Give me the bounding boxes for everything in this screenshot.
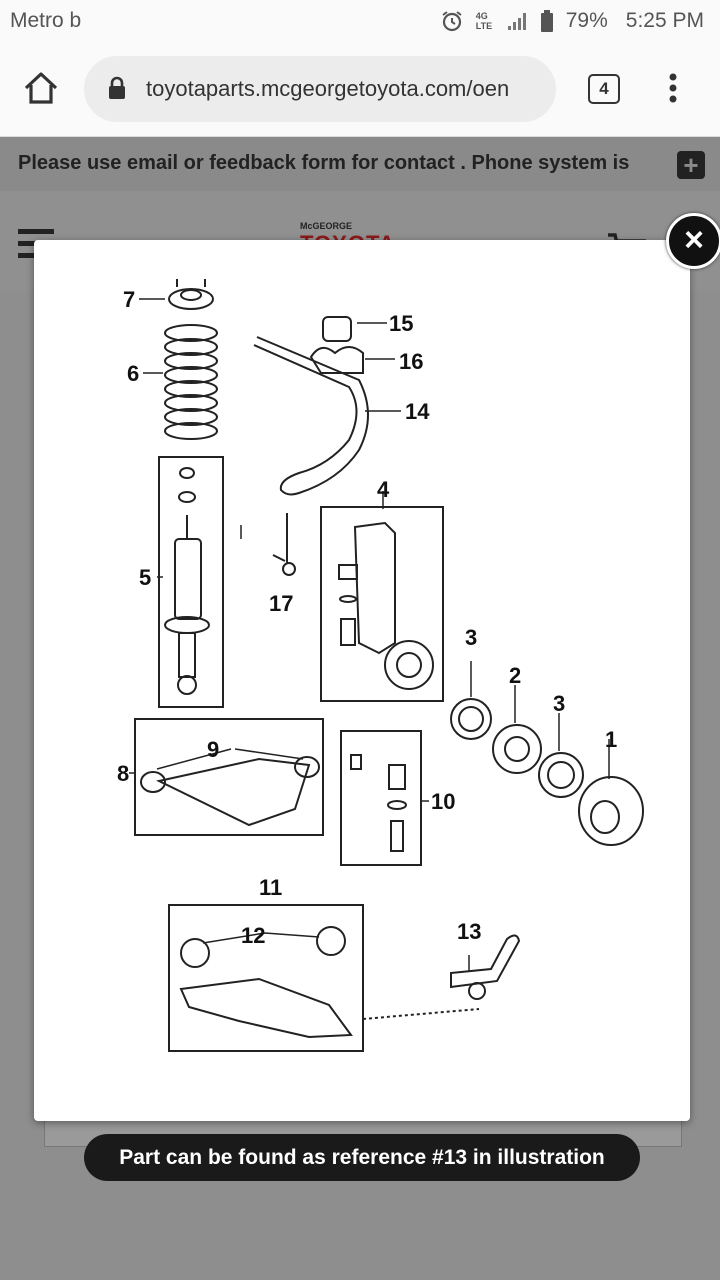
expand-notice-button[interactable]: + bbox=[677, 151, 705, 179]
part-3-seal-a bbox=[450, 698, 492, 740]
address-bar[interactable]: toyotaparts.mcgeorgetoyota.com/oen bbox=[84, 56, 556, 122]
battery-percent: 79% bbox=[565, 9, 608, 32]
callout-16: 16 bbox=[399, 349, 423, 374]
part-7-mount bbox=[168, 279, 214, 310]
close-modal-button[interactable]: × bbox=[666, 213, 720, 269]
part-13-lower-ball-joint bbox=[450, 934, 521, 1000]
callout-3a: 3 bbox=[465, 625, 477, 650]
callout-6: 6 bbox=[127, 361, 139, 386]
battery-icon bbox=[540, 10, 553, 32]
alarm-icon bbox=[442, 11, 462, 32]
callout-8: 8 bbox=[117, 761, 129, 786]
part-2-bearing bbox=[492, 724, 542, 774]
more-menu-icon[interactable] bbox=[666, 72, 680, 104]
network-type: 4G LTE bbox=[475, 11, 493, 31]
callout-arrows bbox=[129, 298, 610, 971]
callout-4: 4 bbox=[377, 477, 390, 502]
reference-toast: Part can be found as reference #13 in il… bbox=[84, 1134, 640, 1181]
url-text: toyotaparts.mcgeorgetoyota.com/oen bbox=[146, 76, 510, 101]
part-5-shock-absorber bbox=[158, 456, 224, 708]
callout-1: 1 bbox=[605, 727, 617, 752]
callout-11: 11 bbox=[259, 875, 282, 900]
part-8-upper-control-arm bbox=[134, 718, 324, 836]
carrier-label: Metro b bbox=[10, 9, 82, 32]
callout-14: 14 bbox=[405, 399, 430, 424]
home-icon[interactable] bbox=[22, 70, 60, 106]
callout-9: 9 bbox=[207, 737, 219, 762]
part-11-lower-control-arm bbox=[168, 904, 480, 1052]
notice-text: Please use email or feedback form for co… bbox=[18, 152, 630, 174]
image-modal: 7 6 5 15 16 14 4 17 3 2 3 1 8 9 10 11 12… bbox=[34, 240, 690, 1121]
callout-12: 12 bbox=[241, 923, 265, 948]
callout-5: 5 bbox=[139, 565, 151, 590]
part-3-seal-b bbox=[538, 752, 584, 798]
callout-10: 10 bbox=[431, 789, 455, 814]
notice-bar: Please use email or feedback form for co… bbox=[0, 137, 720, 191]
status-bar: Metro b 4G LTE 79% 5:25 PM bbox=[0, 0, 720, 44]
callout-13: 13 bbox=[457, 919, 481, 944]
lock-icon bbox=[109, 76, 125, 99]
callout-3b: 3 bbox=[553, 691, 565, 716]
part-16-bracket bbox=[309, 346, 364, 374]
tab-switcher-button[interactable]: 4 bbox=[588, 74, 620, 104]
callout-15: 15 bbox=[389, 311, 413, 336]
callout-2: 2 bbox=[509, 663, 521, 688]
part-10-ball-joint bbox=[340, 730, 422, 866]
signal-icon bbox=[507, 13, 526, 30]
part-4-steering-knuckle bbox=[320, 506, 444, 702]
clock: 5:25 PM bbox=[625, 9, 704, 32]
part-17-link bbox=[272, 513, 296, 576]
callout-7: 7 bbox=[123, 287, 135, 312]
callout-17: 17 bbox=[269, 591, 293, 616]
parts-illustration: 7 6 5 15 16 14 4 17 3 2 3 1 8 9 10 11 12… bbox=[59, 265, 665, 1095]
part-15-bushing bbox=[322, 316, 352, 342]
part-1-hub bbox=[578, 776, 644, 846]
part-6-coil-spring bbox=[164, 324, 218, 440]
part-14-stabilizer-bar bbox=[253, 336, 369, 496]
browser-toolbar: toyotaparts.mcgeorgetoyota.com/oen 4 bbox=[0, 44, 720, 137]
